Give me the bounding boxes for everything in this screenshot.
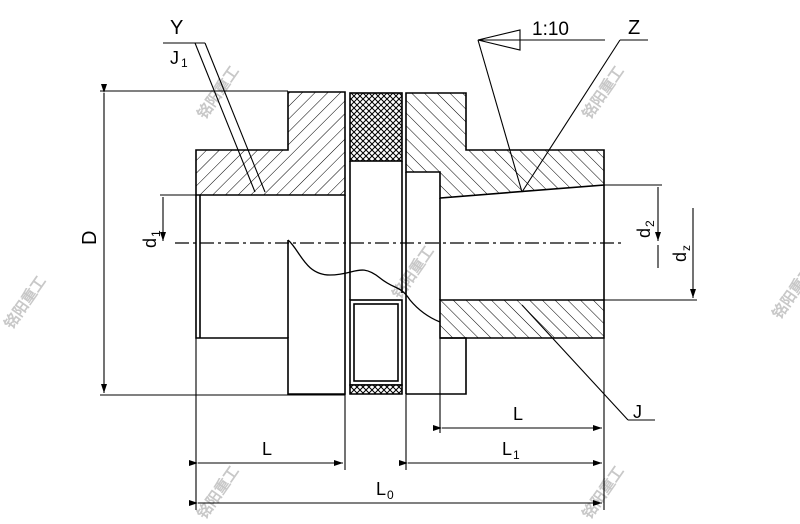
label-L0-sub: 0 <box>387 488 394 502</box>
watermark: 铭阳重工 <box>1 273 50 332</box>
label-Y: Y <box>170 17 183 39</box>
label-d2-group: d 2 <box>634 220 657 238</box>
label-L-right: L <box>513 404 523 424</box>
break-line <box>287 239 441 323</box>
label-L0: L <box>376 479 386 499</box>
label-dz-sub: z <box>679 245 693 251</box>
watermark: 铭阳重工 <box>769 263 800 322</box>
right-hub <box>405 92 605 395</box>
label-J: J <box>633 402 642 422</box>
label-d1: d <box>140 238 160 248</box>
label-D: D <box>79 231 101 245</box>
watermark: 铭阳重工 <box>194 463 243 522</box>
watermark: 铭阳重工 <box>194 63 243 122</box>
label-L1-sub: 1 <box>513 448 520 462</box>
elastic-element <box>349 92 403 395</box>
label-L-left: L <box>262 439 272 459</box>
dimension-lines <box>100 84 697 510</box>
label-taper: 1:10 <box>532 19 569 40</box>
watermark: 铭阳重工 <box>389 243 438 302</box>
label-d1-sub: 1 <box>149 230 163 237</box>
label-J1: J <box>170 48 179 68</box>
label-dz-group: d z <box>670 245 693 262</box>
label-J1-sub: 1 <box>181 56 188 70</box>
watermark: 铭阳重工 <box>579 463 628 522</box>
label-d1-group: d 1 <box>140 230 163 248</box>
labels: Y J 1 1:10 Z D d 1 d 2 d z J L L 1 L L 0 <box>79 17 693 502</box>
label-dz: d <box>670 252 690 262</box>
label-L1: L <box>502 439 512 459</box>
label-d2-sub: 2 <box>643 220 657 227</box>
label-Z: Z <box>628 17 640 39</box>
leader-lines <box>163 29 655 421</box>
label-d2: d <box>634 228 654 238</box>
